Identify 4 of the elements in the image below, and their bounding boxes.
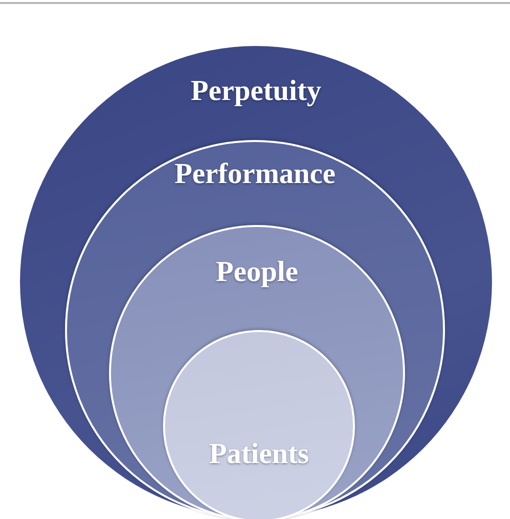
circle-label: Performance — [173, 159, 336, 191]
circle-label: Perpetuity — [190, 76, 322, 108]
circle-label: People — [214, 257, 300, 289]
circle-label: Patients — [208, 439, 310, 471]
